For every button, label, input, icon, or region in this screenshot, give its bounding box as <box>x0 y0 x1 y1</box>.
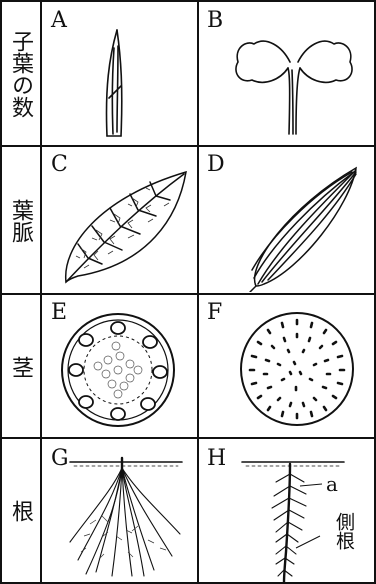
parallel-veined-leaf-illustration <box>240 166 360 292</box>
row-label-root: 根 <box>0 439 40 583</box>
dicot-seedling-illustration <box>232 34 356 140</box>
cell-letter-b: B <box>207 10 223 32</box>
cell-letter-h: H <box>207 448 226 470</box>
row-label-leaf-veins: 葉脈 <box>0 147 40 294</box>
row-label-cotyledon-count: 子葉の数 <box>0 2 40 146</box>
cell-letter-f: F <box>207 302 222 324</box>
row-label-stem: 茎 <box>0 295 40 438</box>
monocot-seedling-illustration <box>95 28 135 140</box>
taproot-label-a: a <box>326 474 338 494</box>
fibrous-root-illustration <box>56 456 192 580</box>
lateral-root-label: 側根 <box>334 512 354 550</box>
monocot-stem-cross-section <box>238 310 356 428</box>
dicot-stem-cross-section <box>58 310 178 430</box>
net-veined-leaf-illustration <box>58 168 192 288</box>
cell-letter-d: D <box>207 154 225 176</box>
cell-letter-a: A <box>51 10 67 32</box>
